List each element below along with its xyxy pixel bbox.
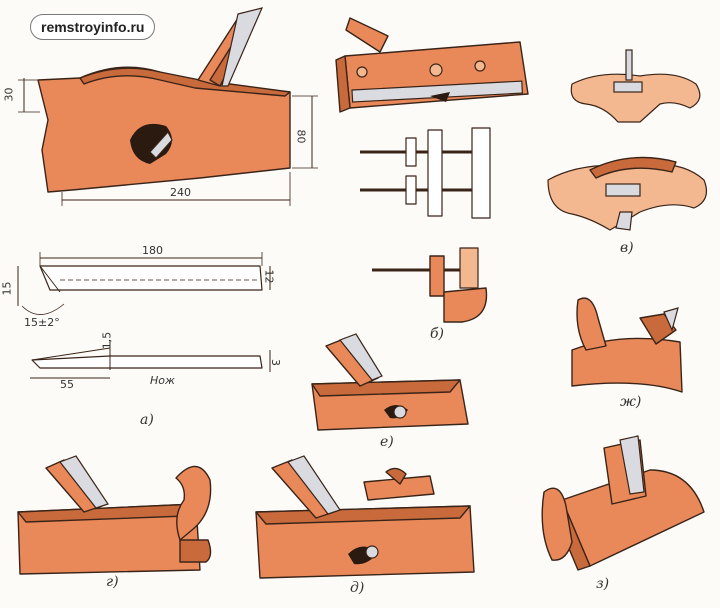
dim-block-length: 240	[170, 186, 191, 199]
blade-drawing	[17, 252, 271, 379]
plane-block-dimensioned	[18, 7, 318, 206]
dim-knife-width: 3	[269, 359, 282, 366]
rebate-plane	[255, 455, 475, 579]
label-z: з)	[596, 576, 610, 592]
grooving-plane	[311, 333, 469, 431]
label-g: г)	[106, 574, 119, 590]
dim-bevel-angle: 15±2°	[24, 316, 60, 329]
fence-plane	[335, 17, 529, 323]
dim-knife-thickness: 1,5	[100, 331, 114, 350]
label-b: б)	[430, 326, 445, 342]
dim-blade-width: 12	[262, 269, 276, 284]
dim-knife-length: 55	[60, 378, 74, 391]
label-e: е)	[380, 434, 394, 450]
horned-plane	[541, 435, 705, 571]
dim-block-notch: 30	[2, 87, 16, 102]
compass-plane	[571, 297, 683, 393]
moulding-plane-parts	[547, 49, 707, 231]
label-d: д)	[350, 580, 365, 596]
label-zh: ж)	[620, 394, 642, 410]
label-a: а)	[140, 412, 154, 428]
label-v: в)	[620, 240, 634, 256]
dim-blade-tip: 15	[0, 281, 14, 296]
knife-label: Нож	[150, 374, 175, 387]
watermark: remstroyinfo.ru	[30, 14, 156, 40]
dim-block-height: 80	[294, 129, 308, 144]
dim-blade-length: 180	[142, 244, 163, 257]
jointer-plane	[17, 455, 212, 575]
